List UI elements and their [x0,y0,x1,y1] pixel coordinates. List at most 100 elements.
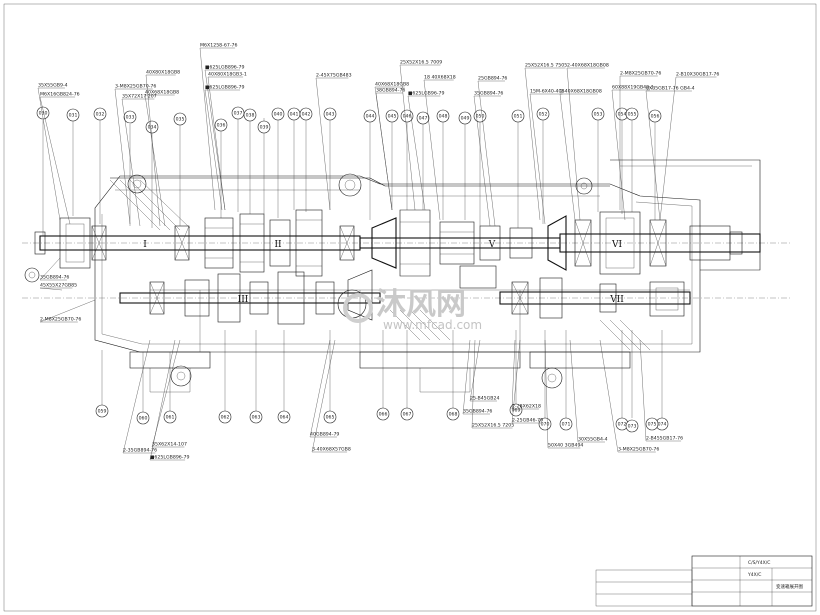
part-number: 045 [388,114,397,120]
callout-text: 35GB894-76 [463,409,492,415]
part-bubble: 063 [249,410,263,424]
callout-text: 35GB894-76 [474,91,503,97]
part-callout: M6X16GB824-76 [39,92,80,225]
part-number: 046 [403,114,412,120]
part-number: 061 [166,415,175,421]
callout-text: 38GB894-76 [376,88,405,94]
part-callout: 2-45X75GB483 [315,73,352,211]
callout-text: 2-B10X30GB17-76 [676,72,719,78]
callout-text: 2-45X75GB483 [316,73,352,79]
part-callout: 2-B10X30GB17-76 [659,72,719,221]
part-number: 033 [126,115,135,121]
part-callout: 3-M8X25GB70-76 [599,339,659,453]
part-callout: 6X35GB17-76 GB4-4 [645,86,695,221]
part-number: 068 [449,412,458,418]
part-number: 062 [221,415,230,421]
part-number: 063 [252,415,261,421]
part-number: 042 [302,112,311,118]
part-callout: 2-40X68X18GB08 [559,89,602,221]
part-bubble: 042 [299,107,313,121]
callout-text: 30X55GB4-4 [578,437,608,443]
part-callout: 60X88X19GB49-1 [611,85,654,221]
part-bubble: 061 [163,410,177,424]
part-bubble: 071 [559,417,573,431]
part-callout: ■625LGB896-79 [149,339,189,461]
callout-text: 2-40X68X18GB08 [560,89,602,95]
part-callout: 2-25GB46-79 [511,339,543,424]
part-callout: 40X80X18GB8 [145,70,180,227]
part-number: 037 [234,111,243,117]
part-number: 036 [217,123,226,129]
part-bubble: 041 [287,107,301,121]
gearbox-assembly [22,118,790,418]
part-callout: 2-B455GB17-76 [639,339,683,442]
part-callout: 2-40X68X18GB08 [566,63,609,221]
part-bubble: 075 [645,417,659,431]
part-callout: 35GB894-76 [39,257,69,281]
part-bubble: 054 [615,107,629,121]
callout-text: 25X52X16.5 7205 [472,423,514,429]
callout-text: ■625LGB896-79 [205,65,244,71]
part-bubble: 039 [257,120,271,134]
callout-text: 2-35GB894-76 [123,448,157,454]
part-callout: 3-M8X25GB70-76 [114,84,156,225]
part-number: 053 [594,112,603,118]
part-callout: 2-M8X25GB70-76 [619,71,661,210]
title-block: C/S/Y4X/C Y4X/C 变速箱展开图 [595,555,813,607]
part-number: 050 [476,114,485,120]
part-callout: 35GB894-76 [473,91,503,227]
part-number: 043 [326,112,335,118]
part-bubble: 048 [436,109,450,123]
part-number: 040 [274,112,283,118]
part-number: 051 [514,114,523,120]
callout-text: 3-M8X25GB70-76 [115,84,156,90]
part-callout: ■625LGB896-79 [204,85,244,211]
callouts-bottom: 2-35GB894-76■625LGB896-7935X62X14-10740G… [122,339,683,461]
part-bubble: 062 [218,410,232,424]
part-callout: 40X68X18GB8 [144,90,179,227]
part-callout: 35X55GB9-4 [37,83,68,221]
title-block-subtitle: Y4X/C [747,572,761,578]
part-bubble: 040 [271,107,285,121]
title-block-title: C/S/Y4X/C [748,560,770,566]
callout-text: ■625LGB896-79 [150,455,189,461]
part-number: 064 [280,415,289,421]
part-bubble: 051 [511,109,525,123]
part-callout: ■625LGB896-79 [204,65,244,211]
callout-text: 40X80X18GB8 [146,70,180,76]
part-bubble: 035 [173,112,187,126]
callout-text: 3-40X68X57GB8 [312,447,351,453]
part-number: 049 [461,116,470,122]
watermark-url: www.mfcad.com [383,318,482,332]
callout-text: 35X72X17 207 [122,94,157,100]
part-bubble: 045 [385,109,399,123]
part-callout: 2-M8X25GB70-76 [39,299,96,323]
part-number: 075 [648,422,657,428]
shaft-labels: I II III V VI VII [143,240,624,305]
part-number: 052 [539,112,548,118]
callout-text: 18 40X68X18 [424,75,456,81]
title-block-name: 变速箱展开图 [776,583,803,590]
part-bubble: 046 [400,109,414,123]
part-callout: 25X52X16.5 7205 [471,339,514,429]
callout-text: 2-28X62X18 [512,404,541,410]
part-bubble: 065 [323,410,337,424]
part-number: 072 [618,422,627,428]
part-number: 031 [69,113,78,119]
part-callout: 25-B45GB24 [469,339,499,402]
part-callout: 2-35GB894-76 [122,339,157,454]
part-callout: 45X55X27GB85 [39,283,77,291]
callout-text: 35X62X14-107 [152,442,187,448]
part-number: 035 [176,117,185,123]
callout-text: 40X80X18GB3-1 [208,72,247,78]
part-number: 067 [403,412,412,418]
shaft-label: VI [611,240,622,250]
watermark: 沐风网 www.mfcad.com [343,287,482,332]
part-callout: M6X1258-67-76 [199,43,237,211]
part-number: 044 [366,114,375,120]
part-bubble: 036 [214,118,228,132]
callout-text: 40X68X18GB8 [145,90,179,96]
callout-text: 15M-6X40-408 [530,89,565,95]
part-callout: 15M-6X40-408 [529,89,565,225]
